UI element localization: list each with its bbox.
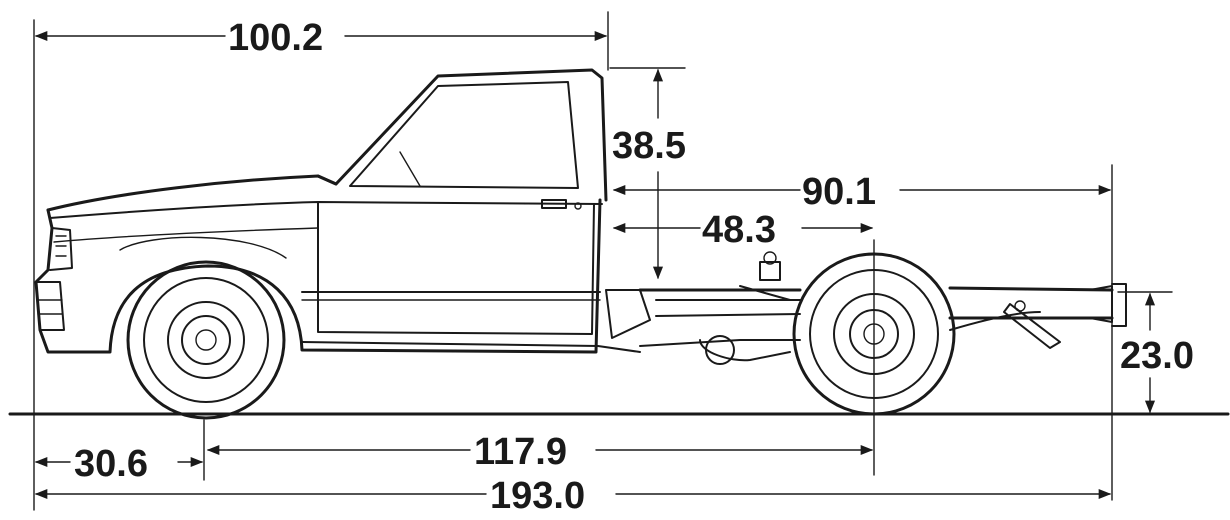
label-overall-length: 193.0: [490, 475, 585, 517]
pickup-truck-outline: [34, 68, 1127, 420]
label-cab-length: 100.2: [228, 17, 323, 59]
label-frame-height: 23.0: [1120, 335, 1194, 377]
label-cab-to-axle: 48.3: [702, 209, 776, 251]
label-wheelbase: 117.9: [474, 431, 567, 473]
label-cab-to-end: 90.1: [802, 171, 876, 213]
label-cab-height: 38.5: [612, 125, 686, 167]
label-front-overhang: 30.6: [74, 443, 148, 485]
